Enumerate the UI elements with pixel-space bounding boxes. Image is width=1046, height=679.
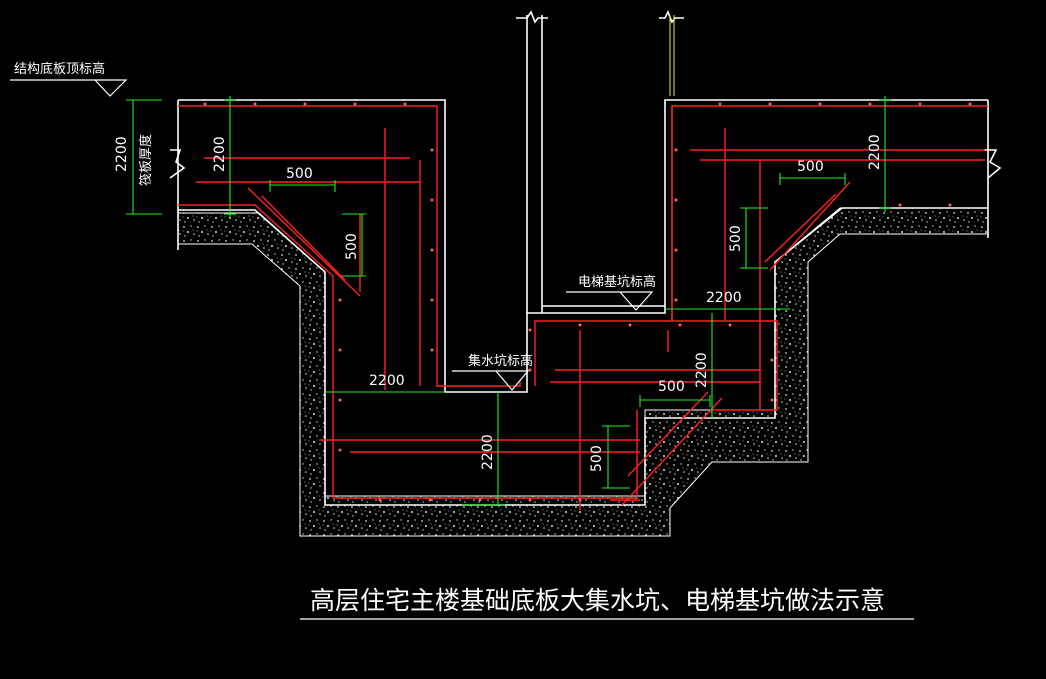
elevation-markers [10, 79, 654, 391]
structure-bottom-elevation-label: 结构底板顶标高 [14, 61, 105, 77]
dim-left-500-h: 500 [286, 166, 313, 182]
dim-lower-500-h: 500 [658, 379, 685, 395]
dim-right-500-v: 500 [728, 225, 744, 252]
wall-centerlines [669, 15, 675, 96]
dim-right-lower-2200-v: 2200 [694, 352, 710, 388]
rebar-dots [203, 102, 972, 502]
slab-thickness-label: 筏板厚度 [138, 134, 154, 186]
elevator-pit-elevation-label: 电梯基坑标高 [578, 274, 656, 290]
dim-left-500-v: 500 [344, 233, 360, 260]
dim-right-lower-2200-h: 2200 [706, 290, 742, 306]
drawing-title: 高层住宅主楼基础底板大集水坑、电梯基坑做法示意 [310, 586, 885, 615]
dim-right-2200: 2200 [867, 134, 883, 170]
rebar-lines [178, 105, 988, 510]
dim-left-inner-2200: 2200 [212, 136, 228, 172]
dim-left-outer-2200: 2200 [114, 136, 130, 172]
concrete-outline [169, 10, 1002, 506]
cushion-layer [177, 207, 989, 537]
dimension-lines [126, 96, 891, 506]
sump-pit-elevation-label: 集水坑标高 [468, 353, 533, 369]
dim-right-500-h: 500 [797, 159, 824, 175]
dim-center-2200: 2200 [480, 434, 496, 470]
dim-middle-2200: 2200 [369, 373, 405, 389]
dim-lower-500-v: 500 [589, 445, 605, 472]
